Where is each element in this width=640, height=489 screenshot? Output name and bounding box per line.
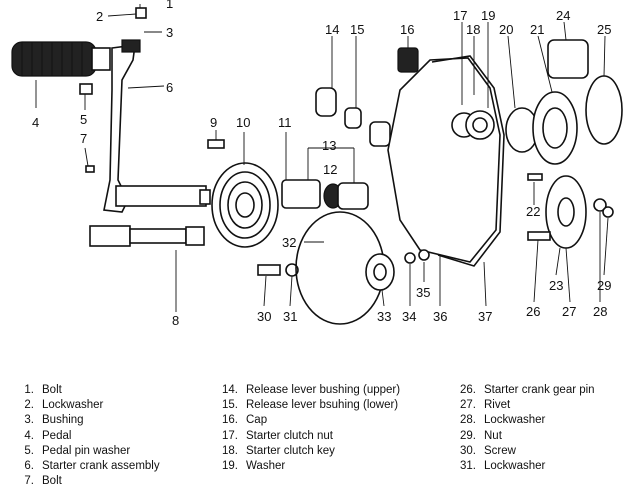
legend-item: 27.Rivet xyxy=(460,399,511,412)
exploded-parts-diagram: 1 2 3 4 5 6 7 8 9 10 11 12 13 14 15 16 1… xyxy=(11,0,623,328)
callout-14: 14 xyxy=(325,22,339,37)
callout-21: 21 xyxy=(530,22,544,37)
legend-item: 17.Starter clutch nut xyxy=(222,429,333,442)
legend-item: 28.Lockwasher xyxy=(460,414,546,427)
cap-part xyxy=(397,47,419,73)
callout-16: 16 xyxy=(400,22,414,37)
callout-33: 33 xyxy=(377,309,391,324)
callout-37: 37 xyxy=(478,309,492,324)
sprocket-parts xyxy=(527,173,614,249)
callout-22: 22 xyxy=(526,204,540,219)
legend-item: 5.Pedal pin washer xyxy=(24,444,131,457)
legend-item: 2.Lockwasher xyxy=(24,399,104,412)
callout-13: 13 xyxy=(322,138,336,153)
clutch-plate-part xyxy=(295,211,430,325)
leader-lines xyxy=(35,4,609,312)
gear-parts xyxy=(505,39,623,165)
callout-26: 26 xyxy=(526,304,540,319)
callout-8: 8 xyxy=(172,313,179,328)
callout-36: 36 xyxy=(433,309,447,324)
callout-10: 10 xyxy=(236,115,250,130)
bushing-parts xyxy=(281,179,369,210)
callout-17: 17 xyxy=(453,8,467,23)
callout-3: 3 xyxy=(166,25,173,40)
callout-19: 19 xyxy=(481,8,495,23)
legend-item: 16.Cap xyxy=(222,414,268,427)
shaft-part xyxy=(89,225,205,247)
crankcase-cover xyxy=(387,55,505,267)
pedal-part xyxy=(11,41,111,77)
fastener-parts xyxy=(79,7,299,277)
callout-7: 7 xyxy=(80,131,87,146)
callout-32: 32 xyxy=(282,235,296,250)
callout-23: 23 xyxy=(549,278,563,293)
callout-27: 27 xyxy=(562,304,576,319)
callout-11: 11 xyxy=(278,115,292,130)
legend-column-2: 14.Release lever bushing (upper) 15.Rele… xyxy=(218,383,400,474)
callout-4: 4 xyxy=(32,115,39,130)
legend-item: 26.Starter crank gear pin xyxy=(460,384,595,396)
legend-item: 29.Nut xyxy=(460,429,502,442)
legend-item: 18.Starter clutch key xyxy=(222,444,335,457)
callout-5: 5 xyxy=(80,112,87,127)
legend-item: 31.Lockwasher xyxy=(460,460,546,473)
callout-34: 34 xyxy=(402,309,416,324)
callout-18: 18 xyxy=(466,22,480,37)
legend-item: 7.Bolt xyxy=(24,475,62,488)
legend-column-1: 1.Bolt 2.Lockwasher 3.Bushing 4.Pedal 5.… xyxy=(20,383,160,489)
legend-column-3: 26.Starter crank gear pin 27.Rivet 28.Lo… xyxy=(456,383,595,474)
legend-item: 6.Starter crank assembly xyxy=(24,460,160,473)
callout-24: 24 xyxy=(556,8,570,23)
callout-30: 30 xyxy=(257,309,271,324)
legend-item: 14.Release lever bushing (upper) xyxy=(222,384,401,396)
starter-crank-part xyxy=(103,44,211,213)
callout-6: 6 xyxy=(166,80,173,95)
callout-28: 28 xyxy=(593,304,607,319)
legend-item: 30.Screw xyxy=(460,444,516,457)
callout-20: 20 xyxy=(499,22,513,37)
callout-12: 12 xyxy=(323,162,337,177)
legend-item: 1.Bolt xyxy=(24,384,62,396)
callout-25: 25 xyxy=(597,22,611,37)
callout-labels: 1 2 3 4 5 6 7 8 9 10 11 12 13 14 15 16 1… xyxy=(32,0,611,328)
callout-29: 29 xyxy=(597,278,611,293)
legend-item: 4.Pedal xyxy=(24,429,72,442)
callout-31: 31 xyxy=(283,309,297,324)
callout-1: 1 xyxy=(166,0,173,11)
release-lever-bushings xyxy=(315,87,391,147)
spring-part xyxy=(211,162,279,248)
callout-15: 15 xyxy=(350,22,364,37)
legend-item: 15.Release lever bsuhing (lower) xyxy=(222,399,399,412)
callout-35: 35 xyxy=(416,285,430,300)
callout-2: 2 xyxy=(96,9,103,24)
legend-item: 3.Bushing xyxy=(24,414,84,427)
legend-item: 19.Washer xyxy=(222,460,286,473)
callout-9: 9 xyxy=(210,115,217,130)
